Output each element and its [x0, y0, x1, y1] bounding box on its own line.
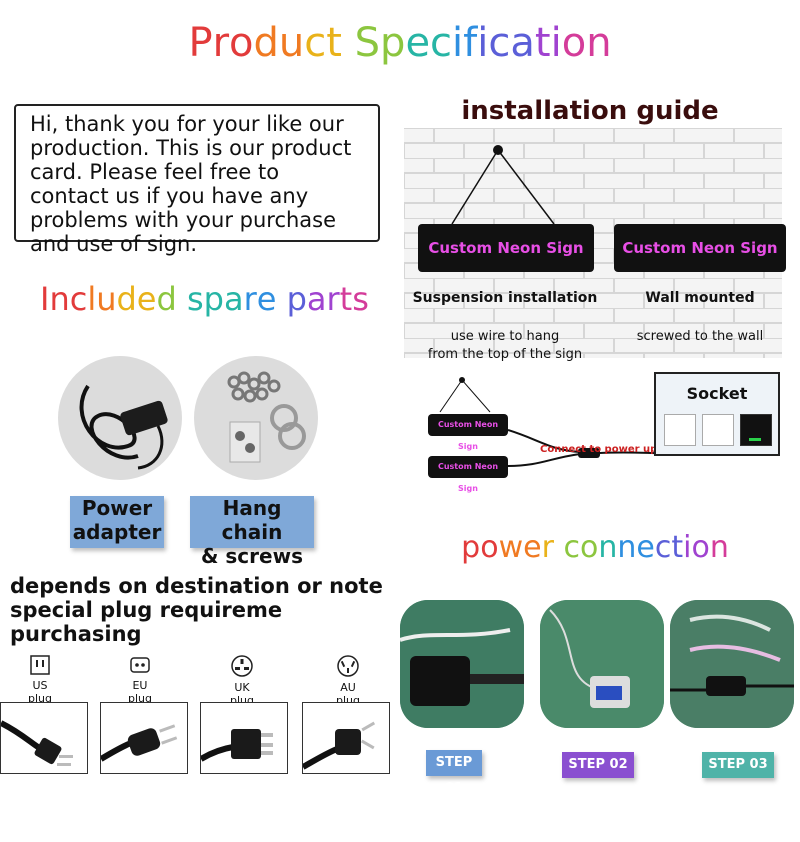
suspension-method-name: Suspension installation [412, 290, 598, 306]
step-01-badge: STEP 01 [426, 750, 482, 796]
plug-note-line: special plug requireme [10, 598, 283, 622]
intro-text: Hi, thank you for your like our producti… [30, 112, 352, 256]
label-line: Hang chain [221, 496, 283, 544]
eu-plug-icon [130, 657, 150, 673]
us-plug: US plug [20, 654, 60, 705]
au-plug: AU plug [328, 654, 368, 707]
power-adapter-photo [58, 356, 182, 480]
suspension-method-desc: use wire to hang from the top of the sig… [410, 328, 600, 364]
uk-plug-photo [199, 702, 288, 774]
plug-label: EU plug [128, 679, 152, 705]
page-title: Product Specification [188, 20, 612, 66]
eu-plug-photo [99, 702, 188, 774]
uk-plug: UK plug [222, 654, 262, 707]
wall-method-name: Wall mounted [645, 290, 755, 306]
neon-sign-text: Custom Neon Sign [437, 462, 499, 493]
socket-panel: Socket [654, 372, 780, 456]
label-line: & screws [201, 544, 303, 568]
power-adapter-label: Power adapter [70, 496, 164, 548]
plug-note-line: purchasing [10, 622, 142, 646]
us-plug-photo [0, 702, 88, 774]
eu-plug: EU plug [120, 654, 160, 705]
hang-chain-photo [194, 356, 318, 480]
power-connection-title: power connection [461, 530, 729, 565]
step-02-badge: STEP 02 [562, 752, 634, 778]
step-02-photo [540, 600, 664, 728]
power-indicator-icon [749, 438, 761, 441]
plug-note: depends on destination or note special p… [10, 574, 390, 646]
wall-method-desc: screwed to the wall [636, 329, 764, 344]
step-03-badge: STEP 03 [702, 752, 774, 778]
intro-text-box: Hi, thank you for your like our producti… [14, 104, 380, 256]
desc-line: from the top of the sign [427, 347, 583, 362]
connect-label: Connect to power up [540, 444, 658, 455]
installation-title: installation guide [461, 96, 719, 126]
power-adapter-icon [79, 384, 168, 470]
neon-sign-suspension: Custom Neon Sign [418, 224, 594, 272]
socket-label: Socket [686, 384, 748, 403]
hang-chain-label: Hang chain & screws [190, 496, 314, 568]
plug-note-line: depends on destination or note [10, 574, 383, 598]
neon-sign-small-1: Custom Neon Sign [428, 414, 508, 451]
au-plug-icon [337, 655, 359, 677]
plug-label: US plug [28, 679, 52, 705]
neon-sign-wall: Custom Neon Sign [614, 224, 786, 272]
socket-outlet-1 [664, 414, 696, 446]
neon-sign-small-2: Custom Neon Sign [428, 456, 508, 493]
uk-plug-icon [231, 655, 253, 677]
neon-sign-text: Custom Neon Sign [622, 239, 778, 257]
step-01-photo [400, 600, 524, 728]
label-line: Power [81, 496, 153, 520]
neon-sign-text: Custom Neon Sign [428, 239, 584, 257]
label-line: adapter [72, 520, 162, 544]
neon-sign-text: Custom Neon Sign [437, 420, 499, 451]
socket-plugged [740, 414, 772, 446]
desc-line: use wire to hang [450, 329, 560, 344]
chain-icon [227, 371, 306, 463]
socket-outlet-2 [702, 414, 734, 446]
spare-parts-title: Included spare parts [40, 280, 369, 318]
step-03-photo [670, 600, 794, 728]
au-plug-photo [301, 702, 390, 774]
us-plug-icon [30, 655, 50, 675]
